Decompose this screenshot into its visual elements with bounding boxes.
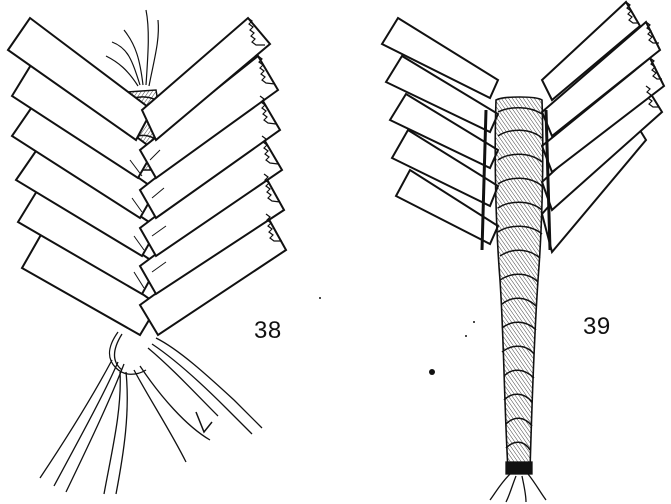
figure-38-top-tassel — [106, 10, 158, 86]
figure-39-number: 39 — [583, 313, 611, 341]
figure-39-drawing — [319, 2, 664, 502]
figure-39-stray-marks — [319, 297, 475, 375]
figure-39-left-strips — [382, 18, 498, 244]
figure-38-loose-strands — [40, 332, 262, 494]
figure-38-number: 38 — [254, 317, 282, 345]
figure-39-bottom-tassel — [490, 462, 546, 502]
figure-38-right-strips — [140, 18, 286, 335]
figure-38-drawing — [8, 10, 286, 494]
figure-39-right-strips — [542, 2, 664, 252]
figure-38-left-strips — [8, 18, 158, 335]
